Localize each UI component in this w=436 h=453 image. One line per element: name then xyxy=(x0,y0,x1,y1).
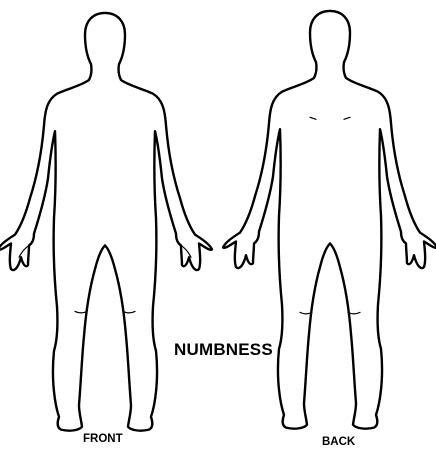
back-view-label: BACK xyxy=(322,436,355,448)
back-figure xyxy=(223,11,436,429)
diagram-title: NUMBNESS xyxy=(174,340,273,360)
front-figure xyxy=(0,13,212,431)
front-view-label: FRONT xyxy=(83,433,123,445)
